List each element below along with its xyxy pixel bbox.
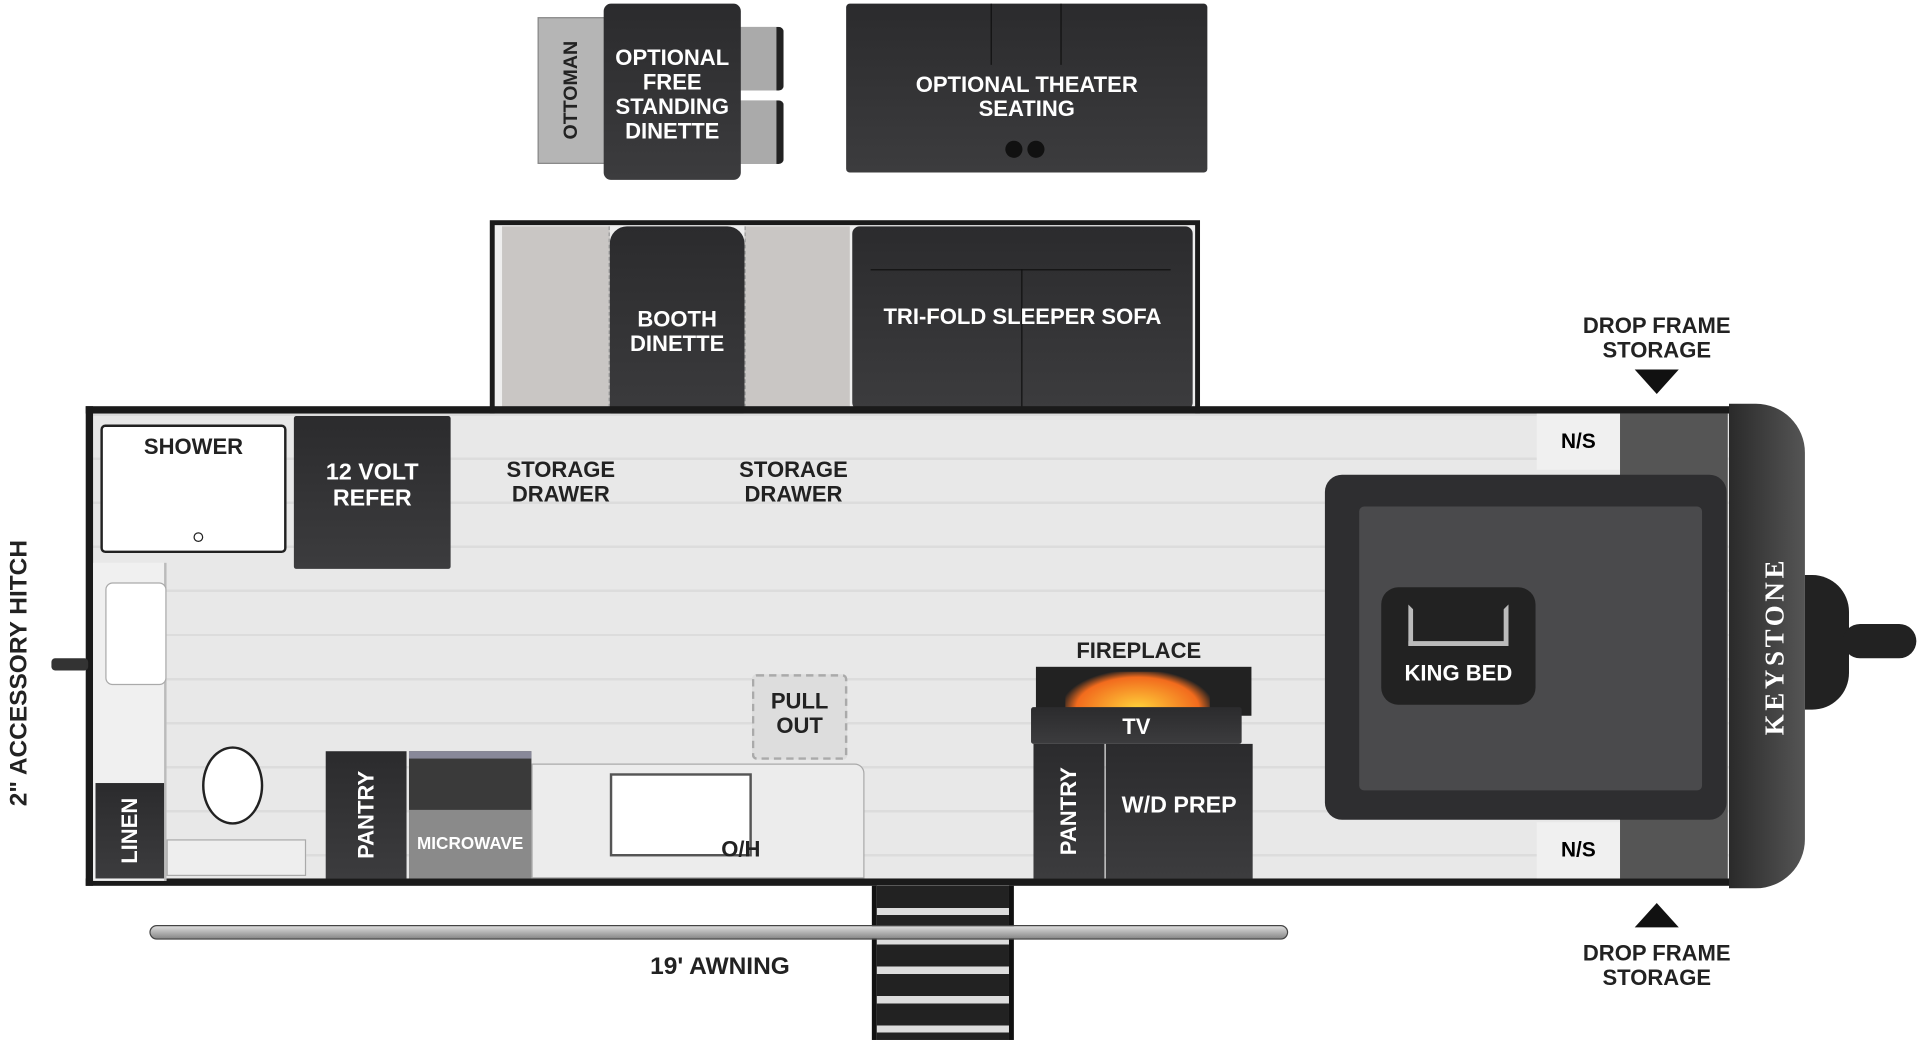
microwave-label: MICROWAVE: [417, 833, 524, 853]
linen-closet: LINEN: [95, 783, 165, 879]
microwave: MICROWAVE: [408, 809, 532, 879]
arrow-up-icon: [1634, 902, 1679, 928]
king-bed: KING BED: [1324, 474, 1727, 820]
front-cap: [1728, 403, 1805, 889]
arrow-down-icon: [1634, 369, 1679, 394]
hitch-label: 2" ACCESSORY HITCH: [5, 539, 33, 807]
pantry-right-label: PANTRY: [1056, 767, 1082, 856]
drop-frame-storage-bottom: DROP FRAME STORAGE: [1582, 940, 1731, 991]
nightstand-top-label: N/S: [1561, 429, 1596, 453]
storage-bench-2: [744, 226, 850, 426]
shower: SHOWER: [100, 424, 287, 554]
refrigerator-label: 12 VOLT REFER: [325, 460, 419, 512]
chair-1: [734, 26, 784, 91]
booth-dinette: BOOTH DINETTE: [609, 226, 745, 426]
pantry-left-label: PANTRY: [353, 770, 379, 859]
fireplace-label: FIREPLACE: [1076, 638, 1202, 664]
storage-bench-1: [502, 226, 610, 426]
optional-dinette-label: OPTIONAL FREE STANDING DINETTE: [615, 45, 730, 144]
pull-out: PULL OUT: [751, 674, 848, 760]
sofa-label: TRI-FOLD SLEEPER SOFA: [883, 304, 1162, 330]
shower-label: SHOWER: [143, 434, 244, 459]
refrigerator: 12 VOLT REFER: [293, 415, 451, 569]
optional-theater-seating: OPTIONAL THEATER SEATING: [846, 3, 1208, 173]
storage-drawer-2-label: STORAGE DRAWER: [739, 457, 848, 507]
theater-label: OPTIONAL THEATER SEATING: [915, 72, 1138, 122]
tv: TV: [1031, 707, 1242, 744]
storage-drawer-1-label: STORAGE DRAWER: [506, 457, 616, 507]
hitch-jack: [1842, 623, 1917, 659]
linen-label: LINEN: [117, 797, 142, 864]
king-bed-label: KING BED: [1404, 660, 1513, 686]
nightstand-top: N/S: [1536, 413, 1621, 470]
king-bed-badge: KING BED: [1381, 587, 1536, 705]
flame-icon: [1065, 671, 1210, 709]
entry-steps: [871, 885, 1014, 1040]
accessory-hitch: [51, 658, 89, 671]
nightstand-bottom-label: N/S: [1561, 838, 1596, 862]
pantry-right: PANTRY: [1033, 743, 1105, 879]
overhead-label: O/H: [721, 836, 761, 862]
brand-logo: KEYSTONE: [1759, 556, 1790, 736]
pull-out-label: PULL OUT: [770, 688, 829, 738]
toilet: [202, 746, 264, 825]
washer-dryer-prep: W/D PREP: [1105, 743, 1253, 879]
ottoman: OTTOMAN: [537, 17, 607, 164]
drop-frame-storage-top: DROP FRAME STORAGE: [1582, 313, 1731, 363]
pantry-left: PANTRY: [325, 751, 407, 879]
kitchen-sink: [609, 773, 752, 857]
awning-label: 19' AWNING: [650, 953, 790, 981]
bath-counter: [166, 839, 307, 877]
tv-label: TV: [1122, 714, 1151, 739]
stove: [408, 751, 532, 810]
awning: [149, 924, 1289, 940]
chair-2: [734, 100, 784, 164]
nightstand-bottom: N/S: [1536, 822, 1621, 879]
ottoman-label: OTTOMAN: [560, 41, 582, 140]
booth-dinette-label: BOOTH DINETTE: [629, 307, 725, 357]
optional-dinette: OPTIONAL FREE STANDING DINETTE: [603, 3, 741, 180]
sleeper-sofa: TRI-FOLD SLEEPER SOFA: [852, 226, 1193, 410]
sink: [105, 582, 167, 686]
hitch-coupler: [1804, 575, 1849, 710]
crown-icon: [1408, 604, 1509, 647]
wd-label: W/D PREP: [1121, 792, 1237, 819]
